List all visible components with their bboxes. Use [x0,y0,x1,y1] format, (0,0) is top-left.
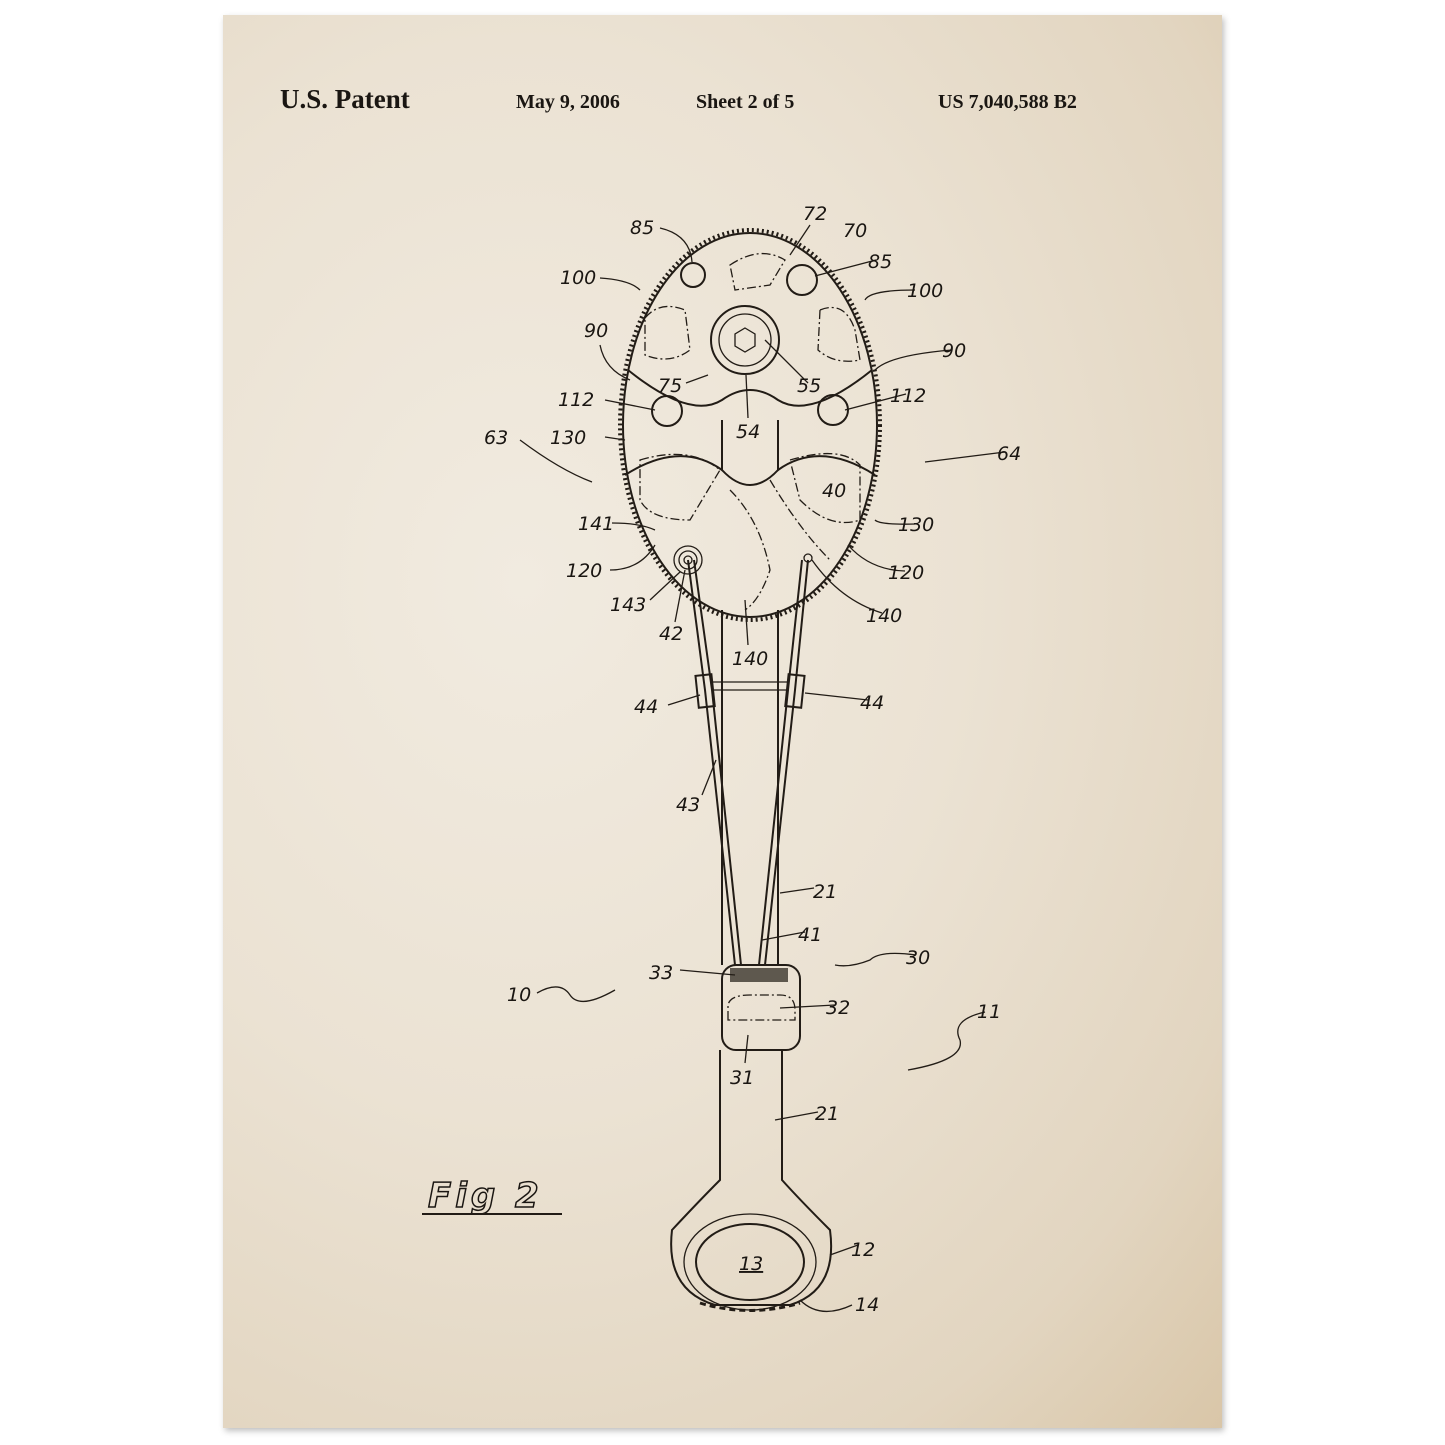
ref-label: 120 [566,560,602,582]
ref-label: 130 [898,514,934,536]
ref-label: 75 [658,375,682,397]
stem-and-cables [687,559,809,966]
ref-label: 13 [739,1253,763,1275]
patent-number: US 7,040,588 B2 [938,91,1077,113]
reference-numerals: 85 72 70 85 100 100 90 90 75 55 112 112 … [484,203,1021,1316]
ref-label: 14 [855,1294,879,1316]
ref-label: 112 [558,389,594,411]
ref-label: 41 [798,924,822,946]
ref-label: 33 [649,962,673,984]
ref-label: 42 [659,623,683,645]
ref-label: 21 [815,1103,839,1125]
ref-label: 72 [803,203,827,225]
cam-assembly [618,228,882,622]
ref-label: 30 [906,947,930,969]
ref-label: 120 [888,562,924,584]
ref-label: 54 [736,421,760,443]
ref-label: 12 [851,1239,875,1261]
leader-lines [519,224,1006,1312]
ref-label: 141 [578,513,614,535]
ref-label: 32 [826,997,850,1019]
ref-label: 21 [813,881,837,903]
thumb-loop [670,964,833,1312]
ref-label: 44 [634,696,658,718]
ref-label: 10 [507,984,531,1006]
ref-label: 140 [732,648,768,670]
ref-label: 11 [977,1001,1001,1023]
patent-title: U.S. Patent [280,84,410,114]
ref-label: 44 [860,692,884,714]
ref-label: 90 [584,320,608,342]
ref-label: 90 [942,340,966,362]
figure-label: Fig 2 [422,1175,562,1217]
patent-date: May 9, 2006 [516,91,620,113]
ref-label: 55 [797,375,821,397]
ref-label: 40 [822,480,846,502]
ref-label: 31 [730,1067,754,1089]
ref-label: 43 [676,794,700,816]
ref-label: 112 [890,385,926,407]
ref-label: 63 [484,427,508,449]
figure-number: Fig 2 [428,1176,543,1216]
ref-label: 100 [907,280,943,302]
sheet-number: Sheet 2 of 5 [696,91,795,113]
ref-label: 140 [866,605,902,627]
ref-label: 64 [997,443,1021,465]
ref-label: 85 [630,217,654,239]
ref-label: 143 [610,594,646,616]
ref-label: 70 [843,220,867,242]
ref-label: 85 [868,251,892,273]
ref-label: 130 [550,427,586,449]
ref-label: 100 [560,267,596,289]
